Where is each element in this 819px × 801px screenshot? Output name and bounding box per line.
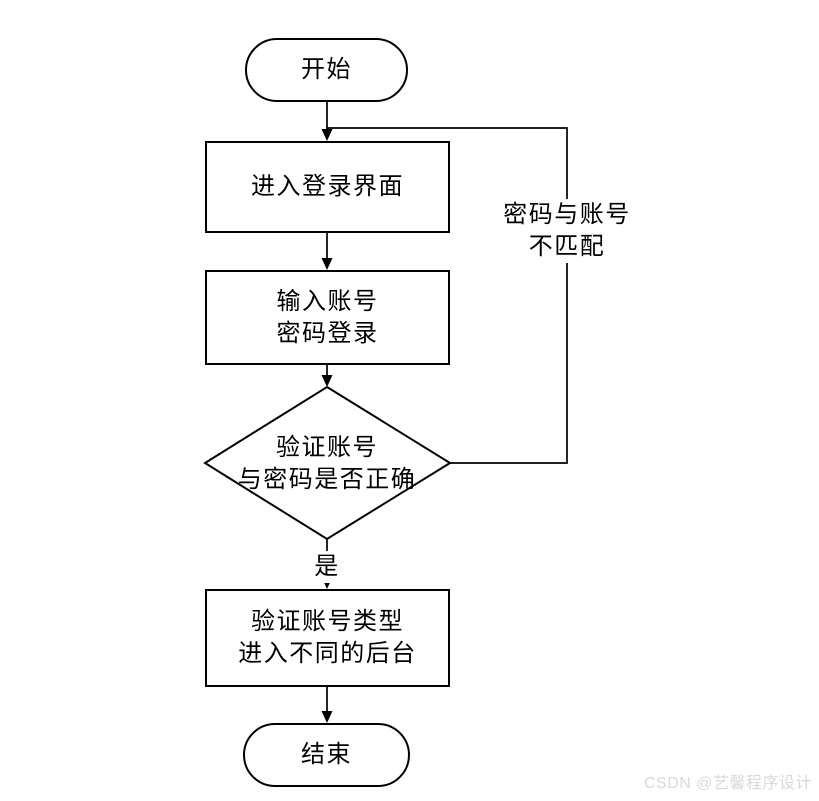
edge-type-to-end	[321, 687, 333, 723]
edge-start-to-login	[321, 102, 333, 141]
process-enter-login: 进入登录界面	[205, 141, 450, 233]
start-node: 开始	[245, 38, 408, 102]
edge-login-to-input	[321, 233, 333, 270]
end-node: 结束	[243, 723, 410, 787]
edge-label-password-mismatch: 密码与账号 不匹配	[497, 199, 637, 263]
csdn-watermark: CSDN @艺馨程序设计	[643, 775, 812, 792]
process-input-credentials: 输入账号 密码登录	[205, 270, 450, 365]
process-verify-account-type: 验证账号类型 进入不同的后台	[205, 589, 450, 687]
decision-verify-credentials-label: 验证账号 与密码是否正确	[237, 435, 417, 493]
edge-input-to-verify	[321, 365, 333, 387]
edge-label-yes: 是	[305, 551, 349, 583]
